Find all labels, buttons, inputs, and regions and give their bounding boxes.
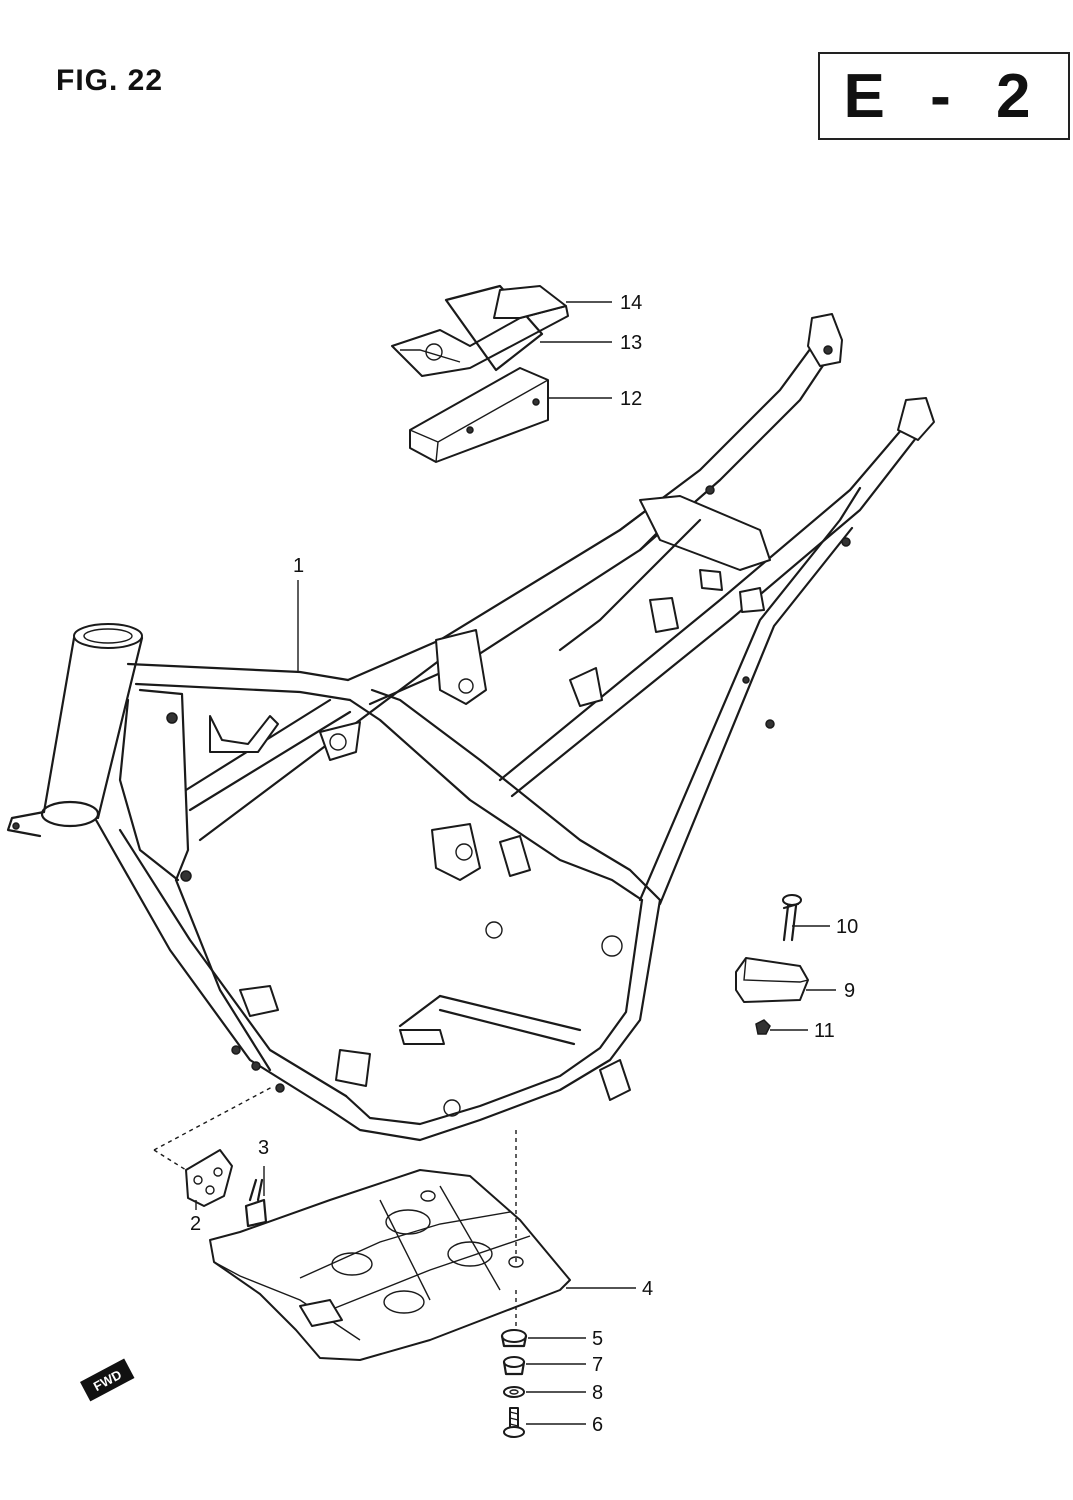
callout-13: 13 [620, 332, 643, 354]
figure-label: FIG. 22 [56, 64, 164, 97]
callout-9: 9 [844, 980, 856, 1002]
spacer-parts [735, 894, 809, 1035]
callout-1: 1 [293, 555, 305, 577]
bracket-and-bolt [153, 1085, 275, 1228]
callout-4: 4 [642, 1278, 654, 1300]
callout-2: 2 [190, 1213, 202, 1235]
tool-box-assembly [391, 284, 569, 463]
callout-14: 14 [620, 292, 643, 314]
callout-8: 8 [592, 1382, 604, 1404]
skid-plate [209, 1130, 571, 1361]
callout-5: 5 [592, 1328, 604, 1350]
section-code-box: E - 2 [818, 52, 1070, 140]
callout-3: 3 [258, 1137, 270, 1159]
main-frame [6, 313, 935, 1142]
hardware-stack [500, 1290, 528, 1438]
callout-10: 10 [836, 916, 859, 938]
callout-11: 11 [814, 1020, 835, 1042]
leader-lines [195, 301, 836, 1425]
callout-7: 7 [592, 1354, 604, 1376]
callout-12: 12 [620, 388, 643, 410]
callout-6: 6 [592, 1414, 604, 1436]
section-code: E - 2 [843, 61, 1045, 131]
